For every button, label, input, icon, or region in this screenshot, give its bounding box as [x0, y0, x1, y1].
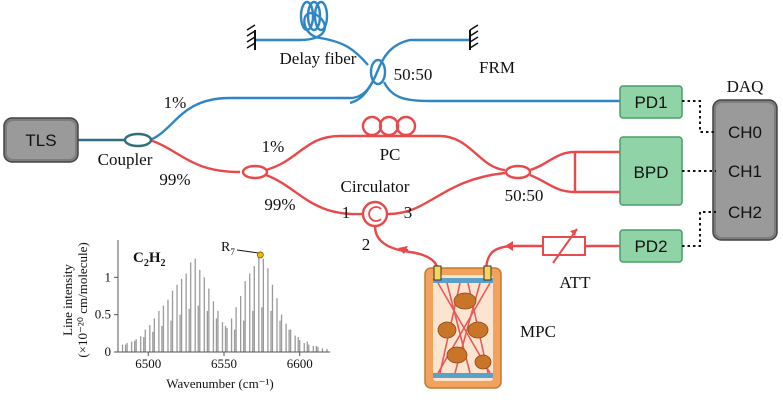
- bpd-box: BPD: [619, 136, 683, 206]
- daq-box: DAQ CH0 CH1 CH2: [712, 77, 778, 241]
- attenuator: ATT: [542, 228, 591, 292]
- frm-label: FRM: [479, 58, 515, 77]
- att-label: ATT: [559, 273, 591, 292]
- ch1-label: CH1: [728, 162, 762, 181]
- port1-label: 1: [342, 203, 351, 222]
- x-tick-label: 6550: [211, 356, 237, 371]
- circulator-label: Circulator: [341, 177, 410, 196]
- spectrum-lines: [121, 254, 328, 352]
- annotation-label: R7: [221, 240, 235, 257]
- port3-label: 3: [404, 203, 413, 222]
- pd2-box: PD2: [619, 229, 683, 263]
- ch0-label: CH0: [728, 123, 762, 142]
- annotation-arrow: [236, 249, 259, 254]
- pd2-label: PD2: [634, 237, 667, 256]
- mpc-label: MPC: [520, 322, 556, 341]
- pc-label: PC: [380, 145, 401, 164]
- tls-box: TLS: [3, 117, 79, 163]
- tls-label: TLS: [25, 131, 56, 150]
- daq-label: DAQ: [727, 77, 764, 96]
- pd1-label: PD1: [634, 93, 667, 112]
- x-tick-label: 6500: [135, 356, 161, 371]
- y-tick-label: 0.5: [95, 307, 111, 322]
- y-axis-label-line2: (×10⁻²⁰ cm/molecule): [75, 242, 90, 357]
- delay-fiber-label: Delay fiber: [280, 49, 357, 68]
- x-axis-label: Wavenumber (cm⁻¹): [166, 376, 274, 391]
- annotation-marker: [256, 251, 264, 259]
- coupler-1pct-label: 1%: [164, 93, 187, 112]
- signal-lines: [682, 100, 716, 247]
- ch2-label: CH2: [728, 203, 762, 222]
- coupler-label: Coupler: [98, 150, 153, 169]
- y-tick-label: 0: [105, 344, 112, 359]
- y-axis-label-line1: Line intensity: [60, 264, 75, 336]
- split-5050-top-label: 50:50: [394, 65, 433, 84]
- x-ticks: 6500 6550 6600: [135, 352, 313, 371]
- blue-fiber-network: [149, 0, 620, 142]
- y-ticks: 00.51: [95, 269, 118, 359]
- delay-fiber-mirror: [246, 24, 256, 50]
- red-fiber-network: [149, 115, 620, 273]
- pd1-box: PD1: [619, 85, 683, 119]
- chart-title: C2H2: [133, 250, 166, 269]
- y-tick-label: 1: [105, 269, 112, 284]
- mpc-cell: MPC: [424, 265, 556, 389]
- split-1pct-label: 1%: [262, 137, 285, 156]
- port2-label: 2: [362, 235, 371, 254]
- coupler-99pct-label: 99%: [159, 170, 190, 189]
- coupler-symbol: [123, 132, 153, 148]
- circulator-arrows: [398, 241, 513, 254]
- split-99pct-label: 99%: [264, 195, 295, 214]
- x-tick-label: 6600: [287, 356, 313, 371]
- split-5050-mid-label: 50:50: [505, 186, 544, 205]
- bpd-label: BPD: [634, 163, 669, 182]
- frm-mirror: [469, 24, 479, 50]
